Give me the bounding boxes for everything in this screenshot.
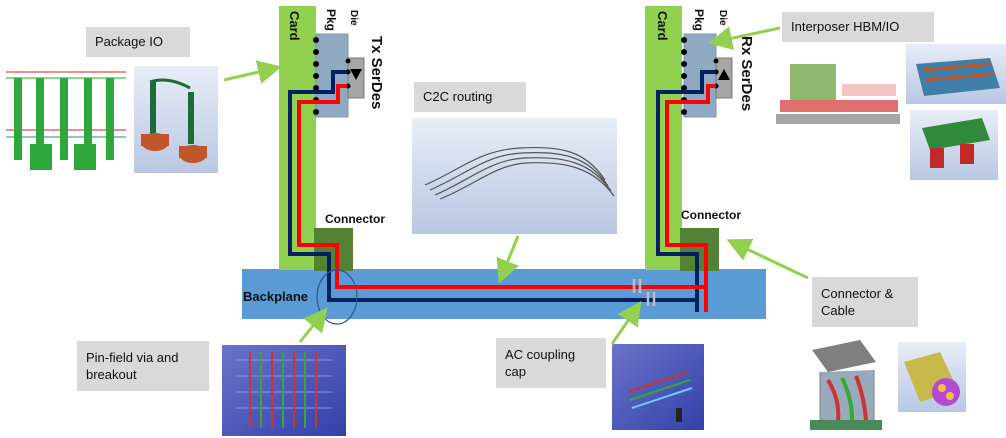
trace-navy bbox=[288, 70, 716, 312]
trace-red bbox=[297, 84, 716, 312]
tx-pkg-label: Pkg bbox=[324, 9, 338, 31]
connector-cable-image-right bbox=[898, 342, 966, 412]
pinfield-highlight bbox=[316, 269, 358, 325]
package-io-image-left bbox=[0, 58, 128, 174]
rx-package-pins bbox=[681, 37, 687, 115]
connector-cable-image-left bbox=[806, 338, 888, 436]
rx-receiver-icon bbox=[718, 69, 730, 80]
tx-die-label: Die bbox=[348, 10, 359, 26]
backplane-label: Backplane bbox=[243, 289, 308, 304]
rx-connector-label: Connector bbox=[681, 208, 741, 222]
rx-serdes-label: Rx SerDes bbox=[738, 36, 755, 111]
package-io-image-right bbox=[134, 66, 218, 173]
rx-card bbox=[645, 6, 682, 270]
pinfield-image bbox=[222, 345, 346, 436]
pinfield-callout: Pin-field via and breakout bbox=[77, 341, 209, 391]
rx-pkg-label: Pkg bbox=[692, 9, 706, 31]
interposer-image-right-bottom bbox=[910, 110, 998, 180]
tx-connector bbox=[314, 228, 353, 271]
interposer-callout: Interposer HBM/IO bbox=[782, 12, 934, 42]
c2c-routing-callout: C2C routing bbox=[414, 82, 526, 112]
interposer-image-left bbox=[772, 58, 900, 132]
tx-serdes-label: Tx SerDes bbox=[368, 36, 385, 109]
interposer-image-right-top bbox=[906, 44, 1006, 104]
tx-connector-label: Connector bbox=[325, 212, 385, 226]
ac-coupling-caps bbox=[632, 279, 656, 306]
c2c-routing-image bbox=[412, 118, 617, 234]
rx-connector bbox=[680, 228, 719, 271]
tx-card-label: Card bbox=[287, 11, 302, 41]
connector-cable-callout: Connector & Cable bbox=[812, 277, 918, 327]
ac-coupling-callout: AC coupling cap bbox=[496, 338, 606, 388]
tx-driver-icon bbox=[350, 69, 362, 80]
rx-die-label: Die bbox=[717, 10, 728, 26]
package-io-callout: Package IO bbox=[86, 27, 190, 57]
ac-coupling-image bbox=[612, 344, 704, 430]
rx-card-label: Card bbox=[655, 11, 670, 41]
callout-arrows bbox=[223, 26, 809, 345]
